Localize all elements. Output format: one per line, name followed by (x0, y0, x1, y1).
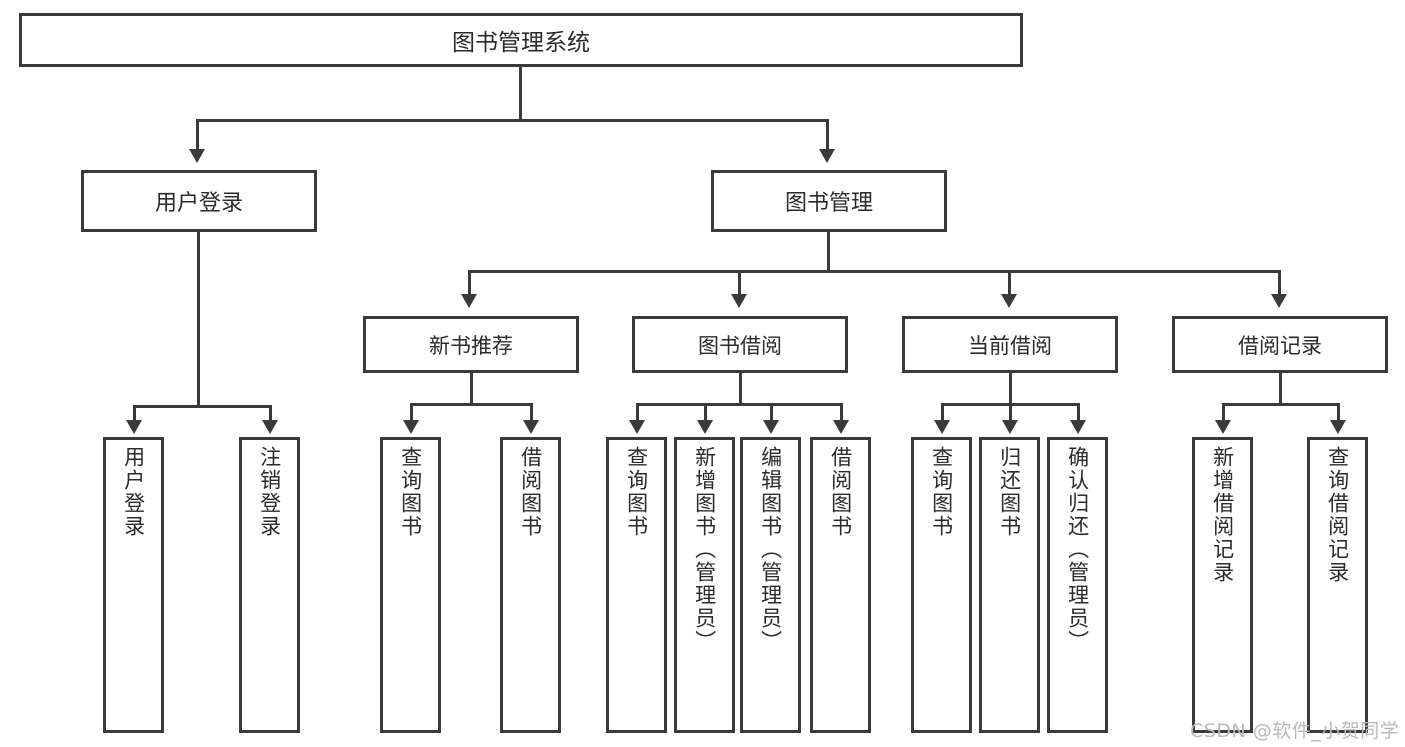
connector-drop-new-book (468, 270, 471, 296)
leaf-label: 新增图书（管理员） (692, 446, 717, 653)
leaf-label: 借阅图书 (828, 446, 853, 538)
leaf-borrow-book-bb[interactable]: 借阅图书 (810, 437, 871, 733)
arrow-to-current-borrow (1001, 294, 1017, 308)
connector-new-book-trunk (470, 373, 473, 405)
connector-drop-bb-leaf-4 (840, 403, 843, 422)
leaf-label: 查询图书 (398, 446, 423, 538)
leaf-label: 用户登录 (121, 446, 146, 538)
connector-user-login-bus (133, 405, 269, 408)
leaf-label: 借阅图书 (518, 446, 543, 538)
connector-drop-cb-leaf-2 (1009, 403, 1012, 422)
connector-drop-nb-leaf-2 (530, 403, 533, 422)
leaf-query-book-bb[interactable]: 查询图书 (606, 437, 667, 733)
node-label: 用户登录 (154, 191, 243, 216)
connector-level1-bus (196, 119, 828, 122)
connector-book-borrow-trunk (739, 373, 742, 405)
arrow-to-nb-leaf-2 (523, 420, 539, 434)
leaf-user-login[interactable]: 用户登录 (103, 437, 164, 733)
node-label: 图书借阅 (698, 333, 782, 358)
arrow-to-cb-leaf-2 (1002, 420, 1018, 434)
arrow-to-bb-leaf-1 (629, 420, 645, 434)
leaf-label: 新增借阅记录 (1210, 446, 1235, 584)
leaf-query-borrow-record[interactable]: 查询借阅记录 (1307, 437, 1368, 733)
node-user-login[interactable]: 用户登录 (81, 170, 317, 232)
connector-drop-user-login (196, 119, 199, 151)
connector-level2-bus (468, 270, 1280, 273)
connector-book-management-trunk (827, 232, 830, 272)
connector-borrow-record-bus (1222, 403, 1340, 406)
leaf-label: 编辑图书（管理员） (758, 446, 783, 653)
connector-drop-br-leaf-1 (1222, 403, 1225, 422)
node-label: 图书管理 (784, 191, 873, 216)
connector-drop-br-leaf-2 (1337, 403, 1340, 422)
node-root-book-management-system[interactable]: 图书管理系统 (19, 13, 1023, 67)
arrow-to-new-book-recommend (461, 294, 477, 308)
arrow-to-book-management (819, 149, 835, 163)
node-label: 新书推荐 (429, 333, 513, 358)
connector-drop-cb-leaf-3 (1077, 403, 1080, 422)
leaf-add-borrow-record[interactable]: 新增借阅记录 (1192, 437, 1253, 733)
leaf-confirm-return-admin[interactable]: 确认归还（管理员） (1047, 437, 1108, 733)
arrow-to-br-leaf-2 (1330, 420, 1346, 434)
connector-drop-book-management (826, 119, 829, 151)
arrow-to-leaf-user-login (126, 420, 142, 434)
connector-current-borrow-trunk (1009, 373, 1012, 405)
arrow-to-nb-leaf-1 (403, 420, 419, 434)
node-new-book-recommend[interactable]: 新书推荐 (363, 316, 579, 373)
node-book-management[interactable]: 图书管理 (711, 170, 947, 232)
csdn-watermark: CSDN @软件_小贺同学 (1190, 716, 1399, 743)
leaf-label: 查询图书 (929, 446, 954, 538)
arrow-to-cb-leaf-1 (934, 420, 950, 434)
node-label: 借阅记录 (1238, 333, 1322, 358)
connector-root-trunk (519, 67, 522, 121)
node-label: 当前借阅 (968, 333, 1052, 358)
connector-user-login-trunk (197, 232, 200, 407)
arrow-to-borrow-record (1271, 294, 1287, 308)
leaf-label: 注销登录 (257, 446, 282, 538)
connector-drop-bb-leaf-1 (636, 403, 639, 422)
connector-book-borrow-bus (636, 403, 842, 406)
leaf-return-book[interactable]: 归还图书 (979, 437, 1040, 733)
leaf-label: 归还图书 (997, 446, 1022, 538)
arrow-to-book-borrow (731, 294, 747, 308)
node-book-borrow[interactable]: 图书借阅 (632, 316, 848, 373)
watermark-text: CSDN @软件_小贺同学 (1190, 720, 1400, 742)
leaf-query-book-nb[interactable]: 查询图书 (380, 437, 441, 733)
connector-drop-leaf-user-login (133, 405, 136, 422)
connector-drop-borrow-record (1278, 270, 1281, 296)
connector-drop-current-borrow (1008, 270, 1011, 296)
arrow-to-br-leaf-1 (1215, 420, 1231, 434)
connector-new-book-bus (410, 403, 533, 406)
arrow-to-cb-leaf-3 (1070, 420, 1086, 434)
arrow-to-bb-leaf-2 (697, 420, 713, 434)
leaf-label: 确认归还（管理员） (1065, 446, 1090, 653)
leaf-logout[interactable]: 注销登录 (239, 437, 300, 733)
connector-drop-bb-leaf-2 (704, 403, 707, 422)
arrow-to-bb-leaf-4 (833, 420, 849, 434)
arrow-to-leaf-logout (262, 420, 278, 434)
connector-drop-book-borrow (738, 270, 741, 296)
leaf-borrow-book-nb[interactable]: 借阅图书 (500, 437, 561, 733)
node-label: 图书管理系统 (452, 30, 590, 56)
leaf-edit-book-admin[interactable]: 编辑图书（管理员） (740, 437, 801, 733)
leaf-query-book-cb[interactable]: 查询图书 (911, 437, 972, 733)
node-borrow-record[interactable]: 借阅记录 (1172, 316, 1388, 373)
connector-drop-bb-leaf-3 (770, 403, 773, 422)
connector-drop-nb-leaf-1 (410, 403, 413, 422)
arrow-to-user-login (189, 149, 205, 163)
connector-drop-cb-leaf-1 (941, 403, 944, 422)
node-current-borrow[interactable]: 当前借阅 (902, 316, 1118, 373)
leaf-label: 查询图书 (624, 446, 649, 538)
leaf-add-book-admin[interactable]: 新增图书（管理员） (674, 437, 735, 733)
connector-borrow-record-trunk (1279, 373, 1282, 405)
arrow-to-bb-leaf-3 (763, 420, 779, 434)
leaf-label: 查询借阅记录 (1325, 446, 1350, 584)
connector-drop-leaf-logout (269, 405, 272, 422)
